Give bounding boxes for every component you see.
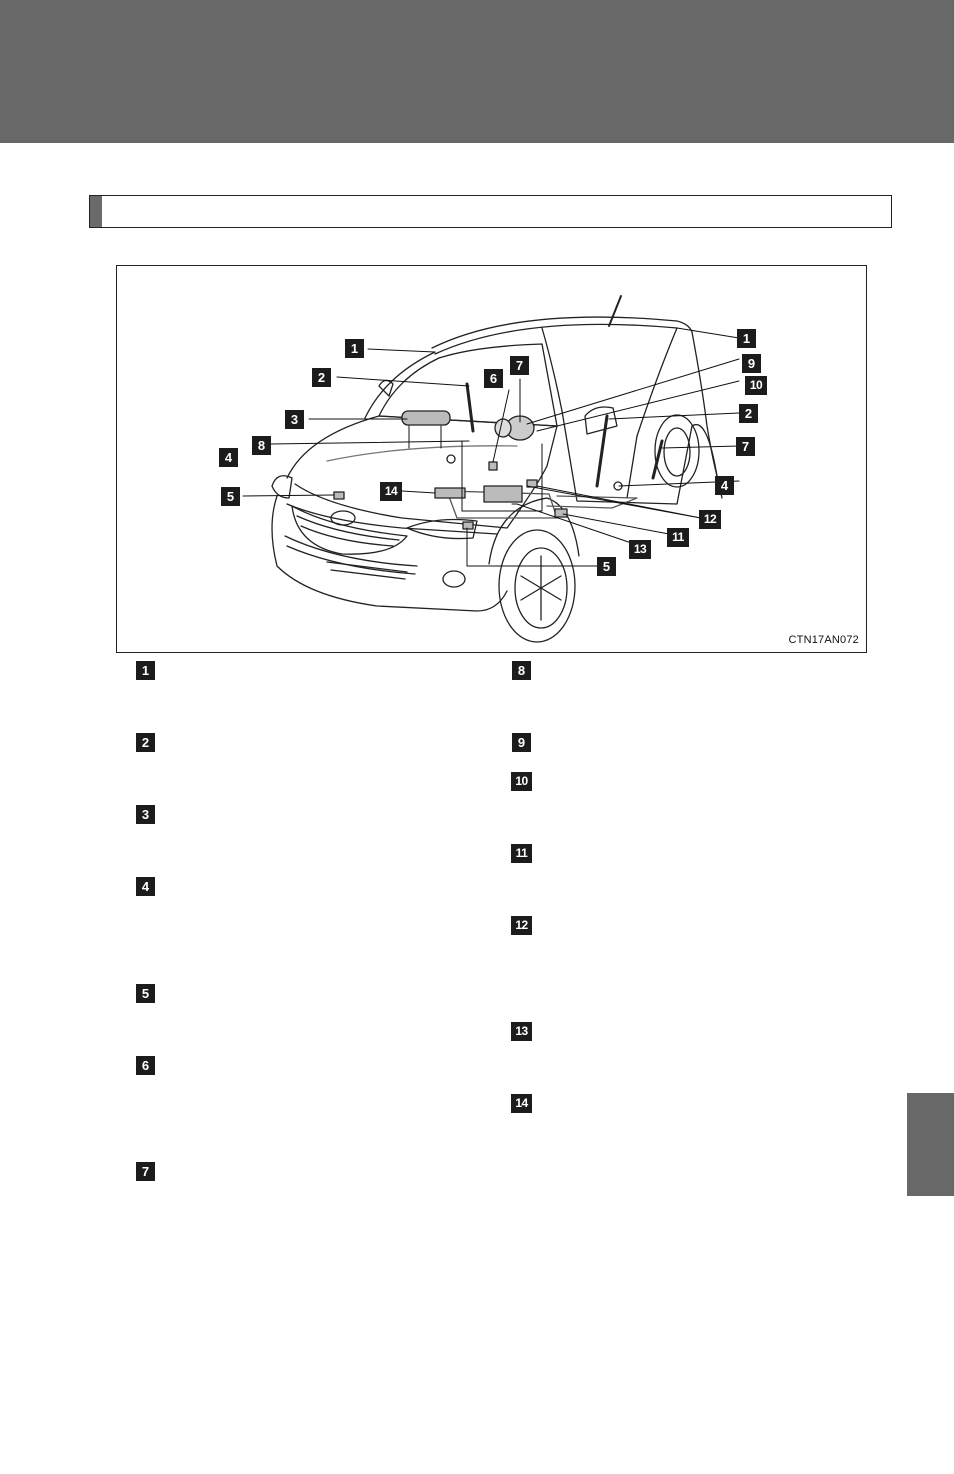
- callout-7-right: 7: [736, 437, 755, 456]
- callout-13: 13: [629, 540, 651, 559]
- figure-code: CTN17AN072: [788, 634, 859, 646]
- legend-marker-4: 4: [136, 877, 155, 896]
- legend-marker-7: 7: [136, 1162, 155, 1181]
- callout-3: 3: [285, 410, 304, 429]
- callout-1-left: 1: [345, 339, 364, 358]
- legend-marker-3: 3: [136, 805, 155, 824]
- legend-marker-9: 9: [512, 733, 531, 752]
- legend-marker-2: 2: [136, 733, 155, 752]
- chapter-thumb-tab: [907, 1093, 954, 1196]
- legend-marker-11: 11: [511, 844, 532, 863]
- chapter-header-band: [0, 0, 954, 143]
- legend-marker-12: 12: [511, 916, 532, 935]
- callout-1-right: 1: [737, 329, 756, 348]
- callout-4-right: 4: [715, 476, 734, 495]
- callout-6: 6: [484, 369, 503, 388]
- section-title-accent: [90, 196, 102, 227]
- vehicle-diagram-figure: 1 1 2 2 3 4 4 5 5 6 7 7 8 9 10 11 12 13 …: [116, 265, 867, 653]
- callout-9: 9: [742, 354, 761, 373]
- callout-11: 11: [667, 528, 689, 547]
- legend-marker-1: 1: [136, 661, 155, 680]
- callout-10: 10: [745, 376, 767, 395]
- section-title-bar: [89, 195, 892, 228]
- callout-2-left: 2: [312, 368, 331, 387]
- callout-7-top: 7: [510, 356, 529, 375]
- callout-5-bottom: 5: [597, 557, 616, 576]
- legend-marker-5: 5: [136, 984, 155, 1003]
- callout-2-right: 2: [739, 404, 758, 423]
- callout-12: 12: [699, 510, 721, 529]
- legend-marker-13: 13: [511, 1022, 532, 1041]
- callout-5-left: 5: [221, 487, 240, 506]
- legend-marker-6: 6: [136, 1056, 155, 1075]
- legend-marker-14: 14: [511, 1094, 532, 1113]
- legend-marker-10: 10: [511, 772, 532, 791]
- callout-4-left: 4: [219, 448, 238, 467]
- vehicle-illustration: [242, 295, 740, 643]
- callout-14: 14: [380, 482, 402, 501]
- callout-8: 8: [252, 436, 271, 455]
- legend-marker-8: 8: [512, 661, 531, 680]
